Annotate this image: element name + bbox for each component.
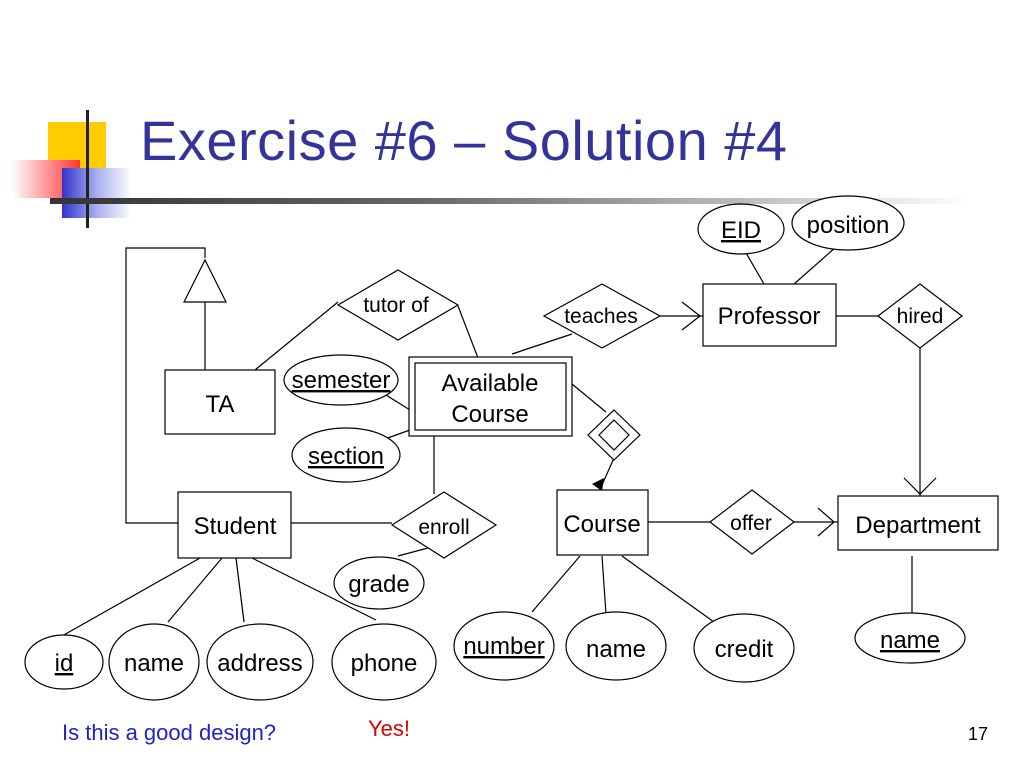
attribute-course-name-label: name bbox=[586, 636, 646, 663]
entity-student bbox=[177, 491, 292, 559]
student-id-link bbox=[61, 557, 201, 637]
attribute-department-name bbox=[854, 612, 966, 664]
student-phone-link bbox=[251, 557, 377, 621]
logo-vertical-line bbox=[86, 110, 89, 228]
entity-department-label: Department bbox=[855, 512, 981, 539]
attribute-section-label: section bbox=[308, 443, 384, 470]
available-teaches-line bbox=[511, 333, 573, 355]
connector-lines bbox=[61, 239, 937, 637]
attribute-address bbox=[206, 623, 314, 701]
relationship-hired bbox=[877, 283, 963, 349]
enroll-grade-line bbox=[397, 547, 429, 557]
relationship-teaches bbox=[542, 283, 662, 349]
attribute-position-label: position bbox=[807, 212, 890, 239]
title-rule bbox=[50, 198, 970, 204]
attribute-id bbox=[24, 634, 104, 690]
attribute-credit-label: credit bbox=[715, 636, 774, 663]
ta-tutor-line bbox=[254, 301, 339, 371]
entity-course bbox=[556, 489, 649, 556]
entity-available-course-label-2: Course bbox=[451, 401, 528, 428]
attribute-semester bbox=[283, 354, 399, 406]
page-number: 17 bbox=[968, 724, 989, 744]
relationship-diamonds bbox=[336, 269, 963, 559]
student-name-link bbox=[167, 557, 223, 623]
entity-ta bbox=[164, 369, 276, 435]
entity-boxes bbox=[164, 283, 999, 559]
attribute-eid bbox=[697, 203, 785, 255]
tutor-available-line bbox=[457, 305, 479, 359]
attribute-section bbox=[291, 427, 401, 483]
attribute-position bbox=[791, 195, 905, 251]
available-weak-rel-line bbox=[571, 383, 607, 413]
student-address-link bbox=[235, 557, 245, 623]
weak-rel-arrowhead bbox=[592, 478, 604, 491]
course-credit-link bbox=[621, 555, 715, 623]
logo-blue-bar bbox=[62, 168, 132, 218]
isa-triangle bbox=[183, 258, 227, 303]
attribute-address-label: address bbox=[217, 650, 302, 677]
relationship-labels: tutor of teaches hired enroll offer bbox=[363, 294, 943, 539]
attribute-semester-label: semester bbox=[292, 367, 391, 394]
attribute-number bbox=[453, 611, 555, 681]
entity-ta-label: TA bbox=[206, 391, 235, 418]
attribute-eid-label: EID bbox=[721, 217, 761, 244]
attribute-number-label: number bbox=[463, 633, 544, 660]
answer-text: Yes! bbox=[368, 716, 411, 741]
relationship-teaches-label: teaches bbox=[564, 305, 638, 328]
offer-arrowhead bbox=[817, 507, 835, 537]
question-text: Is this a good design? bbox=[62, 720, 277, 745]
entity-department bbox=[837, 495, 999, 551]
slide-title: Exercise #6 – Solution #4 bbox=[140, 109, 788, 172]
course-name-link bbox=[601, 555, 607, 615]
entity-available-course-label-1: Available bbox=[442, 370, 539, 397]
attribute-ellipses bbox=[24, 195, 966, 701]
entity-professor bbox=[702, 283, 837, 347]
entity-labels: TA Available Course Professor Student Co… bbox=[194, 303, 981, 540]
attribute-student-name-label: name bbox=[124, 650, 184, 677]
relationship-weak-inner bbox=[598, 419, 630, 451]
relationship-tutor-of bbox=[336, 269, 460, 341]
relationship-enroll-label: enroll bbox=[418, 516, 469, 539]
entity-student-label: Student bbox=[194, 513, 277, 540]
attribute-credit bbox=[693, 613, 795, 683]
attribute-id-label: id bbox=[55, 650, 74, 677]
relationship-tutor-of-label: tutor of bbox=[363, 294, 429, 317]
entity-available-course-inner bbox=[414, 362, 567, 431]
attribute-department-name-label: name bbox=[880, 627, 940, 654]
isa-link bbox=[125, 247, 206, 524]
attribute-phone-label: phone bbox=[351, 650, 418, 677]
relationship-hired-label: hired bbox=[897, 305, 944, 328]
relationship-enroll bbox=[390, 491, 498, 559]
attribute-phone bbox=[331, 623, 437, 701]
slide-logo bbox=[0, 100, 140, 230]
entity-course-label: Course bbox=[563, 511, 640, 538]
attribute-course-name bbox=[565, 611, 667, 681]
attribute-grade-label: grade bbox=[348, 571, 409, 598]
course-number-link bbox=[531, 555, 581, 613]
attribute-student-name bbox=[108, 623, 200, 701]
attribute-grade bbox=[333, 556, 425, 610]
relationship-offer-label: offer bbox=[730, 512, 772, 535]
attribute-labels: EID position semester section grade id n… bbox=[55, 212, 940, 677]
entity-professor-label: Professor bbox=[718, 303, 821, 330]
teaches-arrowhead bbox=[681, 301, 701, 331]
relationship-offer bbox=[709, 489, 795, 555]
hired-arrowhead bbox=[903, 477, 937, 495]
